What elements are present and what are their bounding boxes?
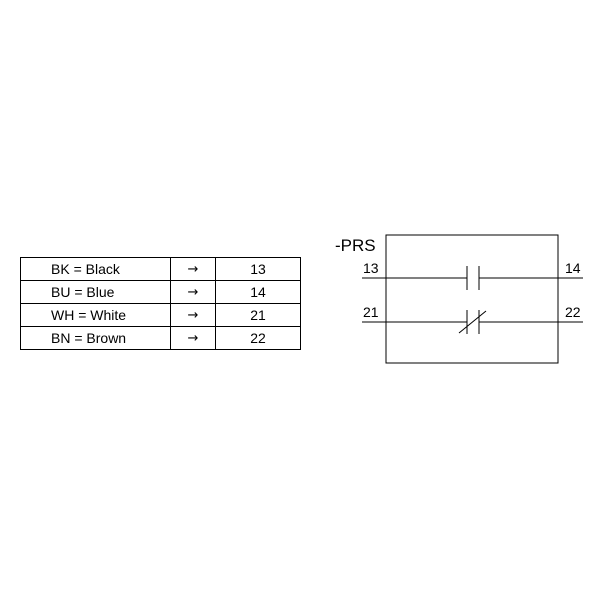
device-label: -PRS [335,236,376,255]
closed-slash [458,310,487,334]
arrow-icon: → [170,326,216,350]
device-box [385,234,559,364]
arrow-glyph: → [187,331,199,346]
terminal-label: 22 [565,304,581,320]
arrow-icon: → [170,280,216,304]
terminal-cell: 14 [215,280,301,304]
wire-color-cell: BK = Black [20,257,171,281]
terminal-cell: 13 [215,257,301,281]
terminal-cell: 22 [215,326,301,350]
arrow-icon: → [170,257,216,281]
terminal-label: 21 [363,304,379,320]
terminal-label: 13 [363,260,379,276]
normally-open-contact-icon [362,266,583,290]
arrow-glyph: → [187,262,199,277]
table-row: BN = Brown → 22 [20,326,301,350]
arrow-glyph: → [187,308,199,323]
arrow-glyph: → [187,285,199,300]
table-row: BK = Black → 13 [20,257,301,281]
wire-color-cell: WH = White [20,303,171,327]
normally-closed-contact-icon [362,310,583,334]
wiring-table: BK = Black → 13 BU = Blue → 14 WH = Whit… [20,257,301,350]
terminal-label: 14 [565,260,581,276]
